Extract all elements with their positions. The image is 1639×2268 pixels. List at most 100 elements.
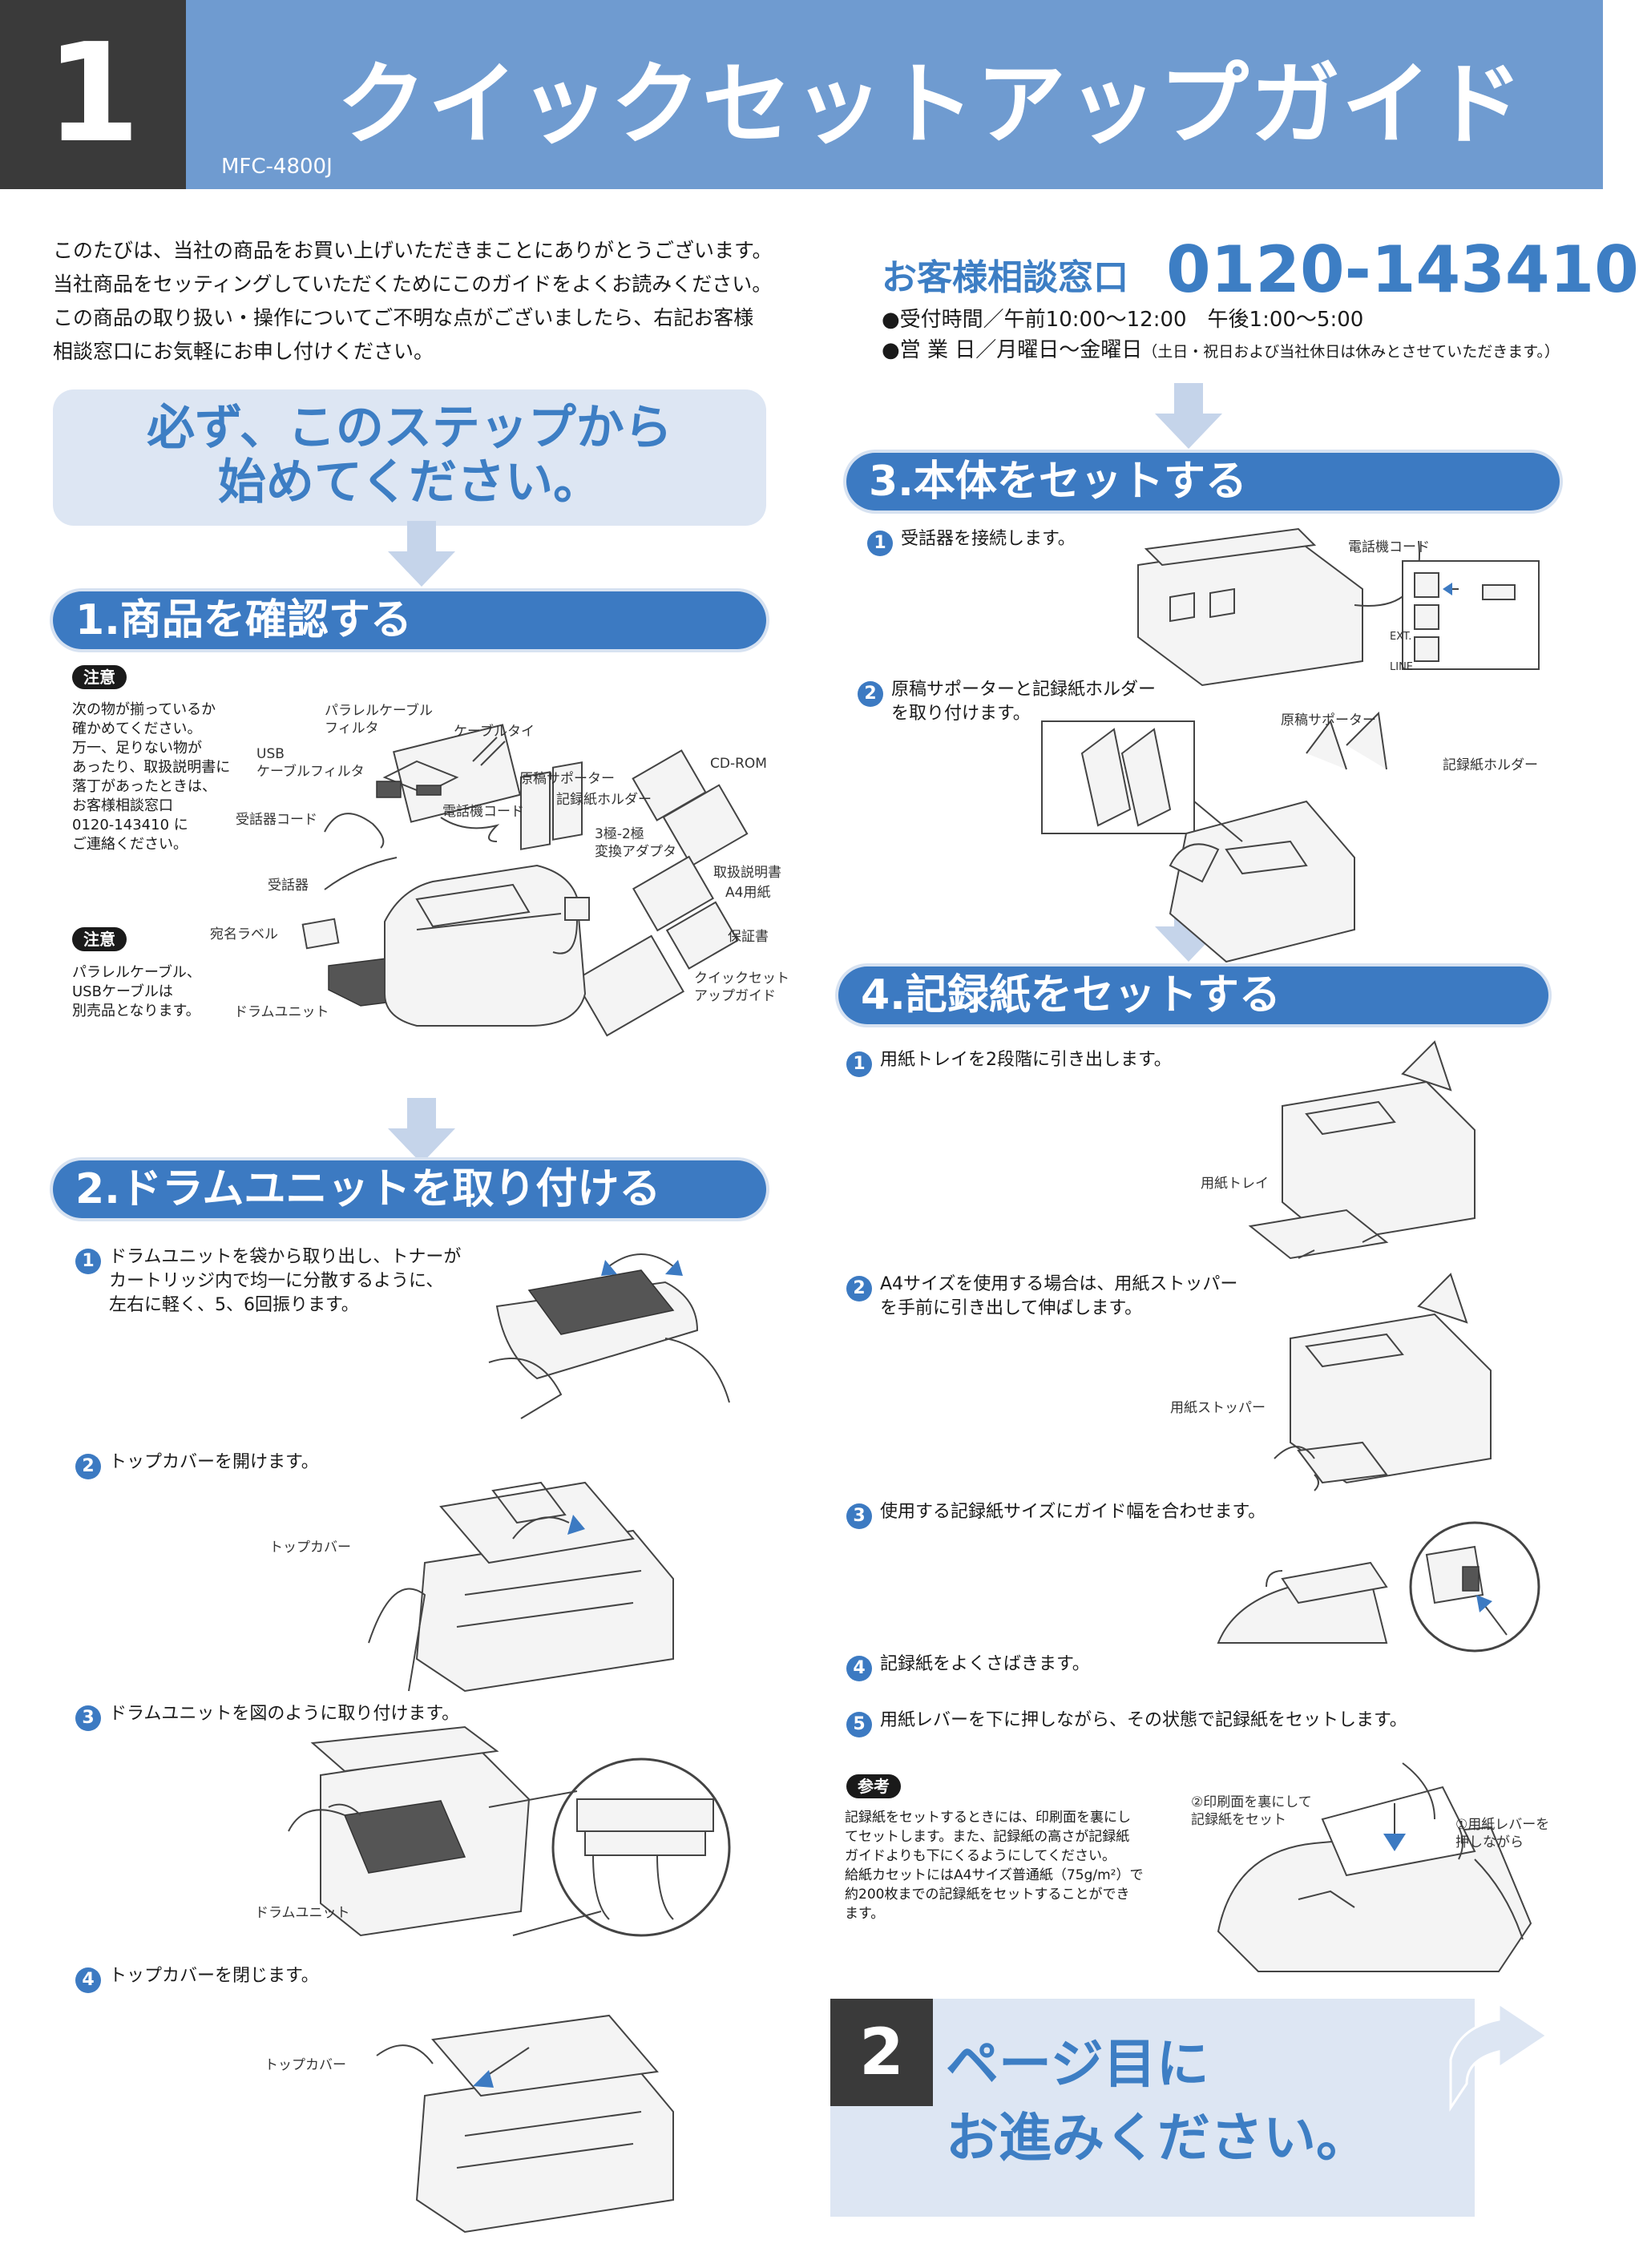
- contact-days-text: ●営 業 日／月曜日〜金曜日: [882, 338, 1143, 362]
- page-title: クイックセットアップガイド: [337, 53, 1524, 157]
- label-drum: ドラムユニット: [234, 1004, 329, 1020]
- pull-stopper-illustration: [1274, 1273, 1492, 1491]
- label-line: ②印刷面を裏にして: [1191, 1794, 1312, 1810]
- intro-line: 相談窓口にお気軽にお申し付けください。: [53, 340, 434, 363]
- section4-title: 4.記録紙をセットする: [861, 971, 1281, 1019]
- label-cable-tie: ケーブルタイ: [454, 724, 535, 740]
- next-page-arrow-icon: [1449, 2001, 1549, 2112]
- section3-header: 3.本体をセットする: [846, 453, 1560, 511]
- note-badge: 注意: [72, 927, 127, 951]
- note-line: 次の物が揃っているか: [72, 701, 216, 718]
- section1-note2: パラレルケーブル、 USBケーブルは 別売品となります。: [72, 963, 201, 1021]
- load-paper-illustration: [1217, 1762, 1532, 1972]
- label-line: 3極-2極: [595, 826, 644, 842]
- label-parallel-filter: パラレルケーブル フィルタ: [325, 702, 433, 737]
- header-band: [186, 0, 1603, 189]
- section2-step3-text: ドラムユニットを図のように取り付けます。: [109, 1704, 460, 1724]
- section3-title: 3.本体をセットする: [869, 458, 1247, 506]
- intro-line: このたびは、当社の商品をお買い上げいただきまことにありがとうございます。: [53, 239, 773, 262]
- label-handset: 受話器: [268, 878, 309, 894]
- intro-line: この商品の取り扱い・操作についてご不明な点がございましたら、右記お客様: [53, 306, 754, 329]
- label-print-side: ②印刷面を裏にして 記録紙をセット: [1191, 1794, 1312, 1829]
- ref-line: てセットします。また、記録紙の高さが記録紙: [845, 1829, 1130, 1845]
- section2-step2-text: トップカバーを開けます。: [109, 1452, 319, 1472]
- step-number: 1: [75, 1249, 101, 1274]
- label-drum-unit: ドラムユニット: [255, 1905, 350, 1921]
- start-line1: 必ず、このステップから: [147, 400, 672, 456]
- attach-support-illustration: [1041, 711, 1387, 963]
- note-line: 0120-143410 に: [72, 817, 188, 833]
- section1-note: 次の物が揃っているか 確かめてください。 万一、足りない物が あったり、取扱説明…: [72, 700, 230, 854]
- label-line: 変換アダプタ: [595, 844, 676, 860]
- close-cover-illustration: [376, 2014, 674, 2234]
- label-line: ケーブルフィルタ: [256, 764, 365, 780]
- section1-header: 1.商品を確認する: [53, 591, 766, 649]
- contact-label: お客様相談窓口: [882, 257, 1128, 298]
- step-number: 2: [75, 1454, 101, 1479]
- label-tray: 用紙トレイ: [1201, 1176, 1269, 1192]
- label-lever: ①用紙レバーを 押しながら: [1455, 1816, 1549, 1851]
- label-doc-support: 原稿サポーター: [519, 771, 615, 787]
- ref-line: 約200枚までの記録紙をセットすることができ: [845, 1887, 1130, 1903]
- label-handset-cord: 受話器コード: [236, 812, 317, 828]
- step-number: 3: [846, 1503, 872, 1529]
- start-callout-text: 必ず、このステップから 始めてください。: [53, 401, 766, 510]
- step-line: を取り付けます。: [891, 704, 1031, 724]
- label-phone-cord: 電話機コード: [442, 804, 524, 820]
- note-line: 別売品となります。: [72, 1003, 200, 1019]
- label-top-cover-2: トップカバー: [264, 2057, 346, 2073]
- section3-step2-text: 原稿サポーターと記録紙ホルダー を取り付けます。: [891, 678, 1156, 726]
- step-number: 3: [75, 1705, 101, 1731]
- next-page-number-box: [830, 1999, 933, 2106]
- section4-step3-text: 使用する記録紙サイズにガイド幅を合わせます。: [880, 1502, 1266, 1522]
- install-drum-illustration: [288, 1725, 731, 1937]
- next-page-callout: [830, 1999, 1475, 2217]
- section4-step2-text: A4サイズを使用する場合は、用紙ストッパー を手前に引き出して伸ばします。: [880, 1273, 1237, 1321]
- section2-title: 2.ドラムユニットを取り付ける: [75, 1165, 661, 1213]
- open-cover-illustration: [368, 1481, 674, 1693]
- label-phone-cord-s3: 電話機コード: [1348, 539, 1430, 555]
- label-line: アップガイド: [694, 988, 776, 1004]
- start-callout: [53, 389, 766, 526]
- label-cdrom: CD-ROM: [710, 756, 767, 772]
- label-stopper: 用紙ストッパー: [1170, 1400, 1266, 1416]
- section4-header: 4.記録紙をセットする: [838, 967, 1548, 1024]
- intro-line: 当社商品をセッティングしていただくためにこのガイドをよくお読みください。: [53, 272, 773, 296]
- ref-line: ます。: [845, 1906, 885, 1922]
- contact-phone: 0120-143410: [1166, 232, 1639, 307]
- section4-step4-text: 記録紙をよくさばきます。: [880, 1654, 1090, 1674]
- label-usb-filter: USB ケーブルフィルタ: [256, 745, 365, 781]
- label-line: ①用紙レバーを: [1455, 1817, 1550, 1833]
- ref-line: 記録紙をセットするときには、印刷面を裏にし: [845, 1810, 1131, 1826]
- step-line: A4サイズを使用する場合は、用紙ストッパー: [880, 1274, 1238, 1294]
- guide-width-illustration: [1217, 1521, 1540, 1653]
- next-line2: お進みください。: [946, 2107, 1369, 2169]
- label-manual: 取扱説明書: [713, 865, 781, 881]
- label-line: フィルタ: [325, 720, 379, 736]
- label-line: 押しながら: [1455, 1834, 1524, 1850]
- step-number: 2: [846, 1276, 872, 1301]
- contact-hours: ●受付時間／午前10:00〜12:00 午後1:00〜5:00: [882, 308, 1364, 332]
- step-number: 4: [846, 1656, 872, 1681]
- note-line: お客様相談窓口: [72, 797, 173, 814]
- note-line: ご連絡ください。: [72, 836, 188, 853]
- step-number: 5: [846, 1712, 872, 1737]
- note-line: USBケーブルは: [72, 983, 173, 1000]
- label-ext: EXT.: [1390, 631, 1412, 643]
- label-address: 宛名ラベル: [210, 926, 278, 942]
- next-page-number: 2: [859, 2015, 904, 2089]
- label-paper-holder-s3: 記録紙ホルダー: [1443, 757, 1538, 773]
- label-top-cover: トップカバー: [269, 1540, 351, 1556]
- next-page-text: ページ目に お進みください。: [946, 2028, 1369, 2175]
- step-line: カートリッジ内で均一に分散するように、: [109, 1271, 444, 1291]
- step-number: 2: [858, 681, 883, 707]
- header-step-number: 1: [45, 14, 141, 173]
- reference-badge: 参考: [846, 1774, 901, 1798]
- label-doc-support-s3: 原稿サポーター: [1281, 712, 1376, 728]
- pull-tray-illustration: [1248, 1040, 1476, 1260]
- note-line: 確かめてください。: [72, 720, 202, 737]
- connect-handset-illustration: [1137, 527, 1540, 687]
- next-line1: ページ目に: [946, 2033, 1209, 2095]
- label-line: USB: [256, 746, 285, 762]
- label-adapter: 3極-2極 変換アダプタ: [595, 825, 676, 861]
